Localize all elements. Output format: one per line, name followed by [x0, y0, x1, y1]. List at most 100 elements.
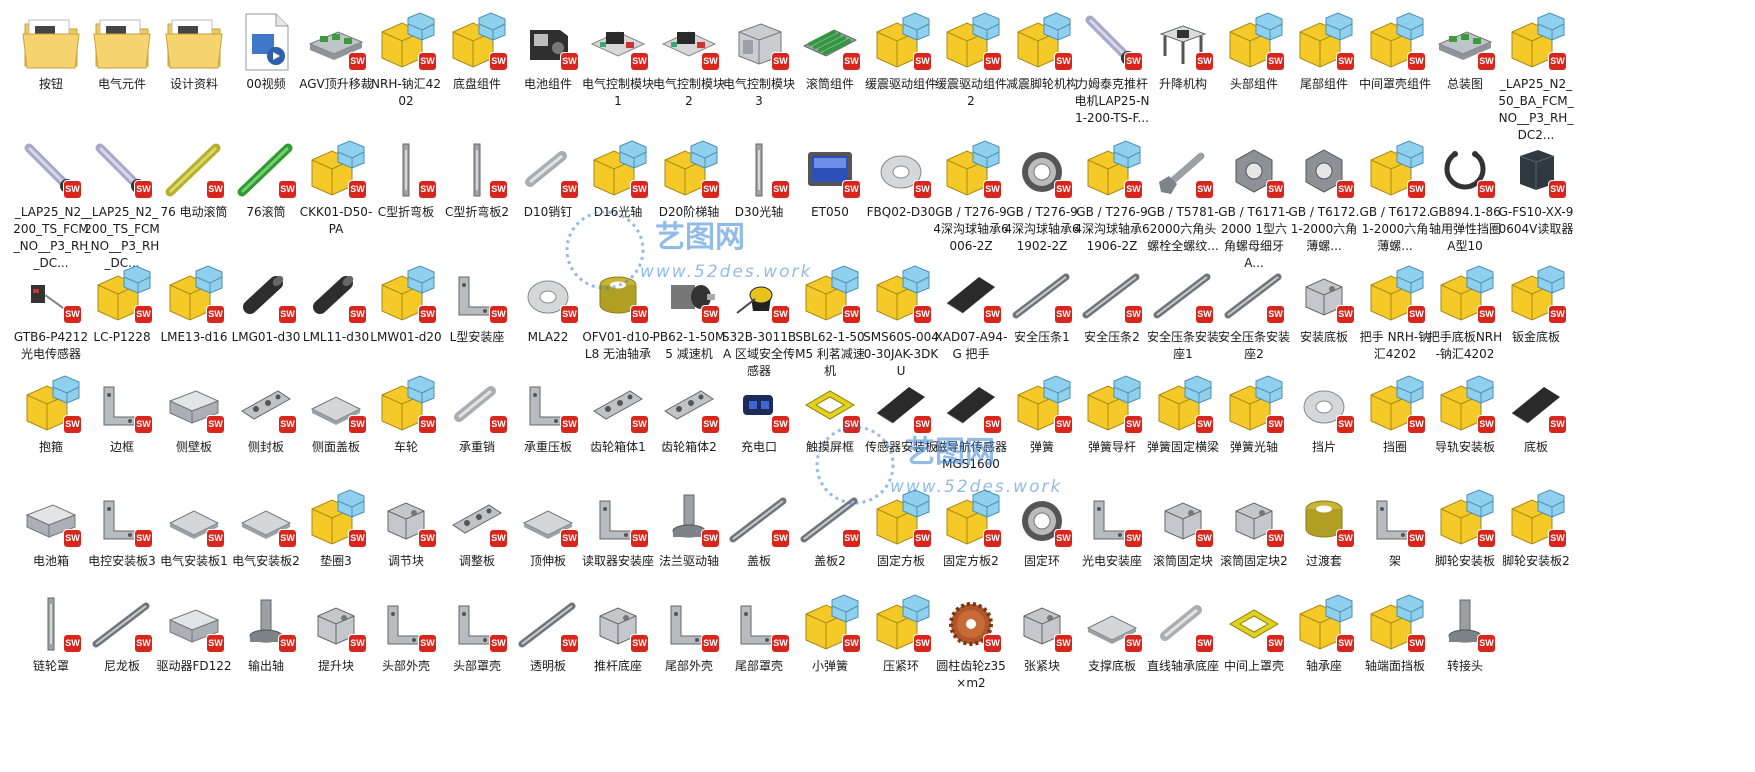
file-item[interactable]: SW_LAP25_N2_200_TS_FCM_NO__P3_RH_DC...: [84, 138, 160, 272]
file-item[interactable]: 00视频: [228, 10, 304, 93]
file-item[interactable]: 按钮: [13, 10, 89, 93]
file-item[interactable]: 电气元件: [84, 10, 160, 93]
